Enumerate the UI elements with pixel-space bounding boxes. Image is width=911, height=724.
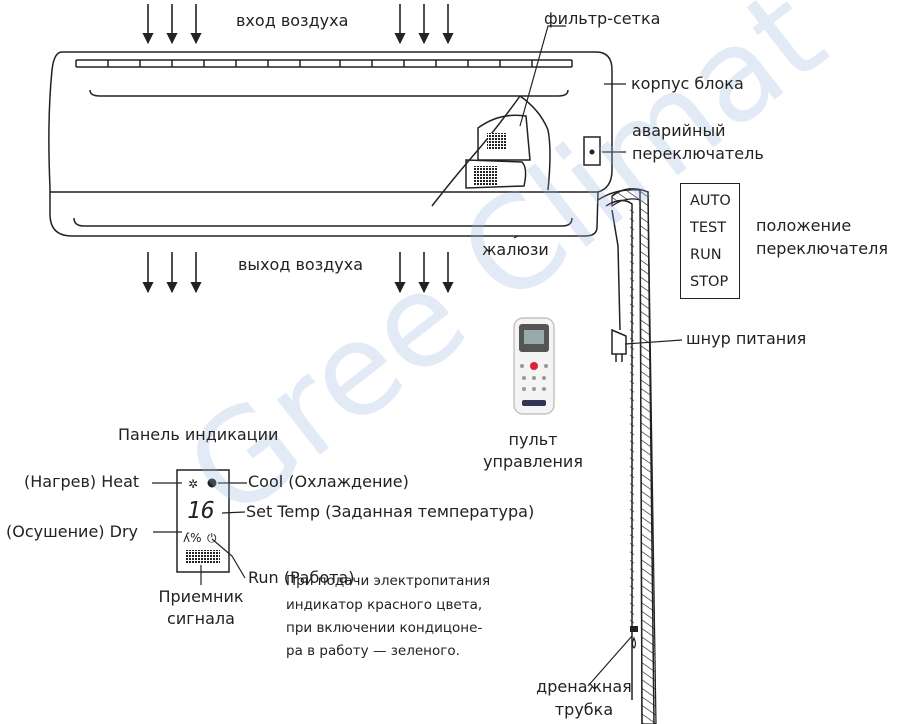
louver-label: жалюзи (482, 240, 549, 259)
air-outlet-arrows (142, 252, 454, 294)
run-icon: ⏻ (207, 531, 217, 545)
heat-icon: ✲ (188, 477, 198, 491)
air-inlet-label: вход воздуха (236, 11, 349, 30)
heat-label: (Нагрев) Heat (24, 472, 140, 491)
power-cord-label: шнур питания (686, 329, 807, 348)
display-panel-title: Панель индикации (118, 425, 279, 444)
note-line-1: При подачи электропитания (286, 573, 491, 589)
receiver-label-2: сигнала (167, 609, 235, 628)
set-temp-label: Set Temp (Заданная температура) (246, 502, 535, 521)
drain-pipe-label-1: дренажная (536, 677, 632, 696)
remote-control-icon (513, 317, 555, 415)
switch-position-box: AUTO TEST RUN STOP (680, 183, 740, 299)
leader-lines (513, 25, 683, 687)
remote-label-2: управления (483, 452, 583, 471)
cool-label: Cool (Охлаждение) (248, 472, 409, 491)
remote-label-1: пульт (508, 430, 558, 449)
emergency-switch-label-2: переключатель (632, 144, 764, 163)
note-line-3: при включении кондицоне- (286, 620, 483, 636)
temp-digits: 16 (187, 498, 215, 524)
receiver-window (186, 550, 220, 564)
switch-mode-run: RUN (690, 247, 722, 263)
switch-position-label-2: переключателя (756, 239, 888, 258)
switch-mode-auto: AUTO (690, 193, 731, 209)
filter-label: фильтр-сетка (544, 9, 661, 28)
run-label: Run (Работа) (248, 568, 355, 587)
cool-icon (207, 478, 217, 488)
body-label: корпус блока (631, 74, 744, 93)
power-plug-icon (611, 328, 627, 362)
switch-mode-test: TEST (690, 220, 727, 236)
drain-pipe-label-2: трубка (554, 700, 614, 719)
dry-label: (Осушение) Dry (6, 522, 138, 541)
dry-icon: ʎ% (183, 531, 202, 545)
emergency-switch-label-1: аварийный (632, 121, 726, 140)
note-line-2: индикатор красного цвета, (286, 597, 483, 613)
note-line-4: ра в работу — зеленого. (286, 643, 460, 659)
switch-mode-stop: STOP (690, 274, 729, 290)
air-outlet-label: выход воздуха (238, 255, 363, 274)
air-inlet-arrows (142, 4, 454, 45)
receiver-label-1: Приемник (158, 587, 244, 606)
switch-position-label-1: положение (756, 216, 852, 235)
display-panel: ✲ 16 ʎ% ⏻ (176, 469, 230, 573)
